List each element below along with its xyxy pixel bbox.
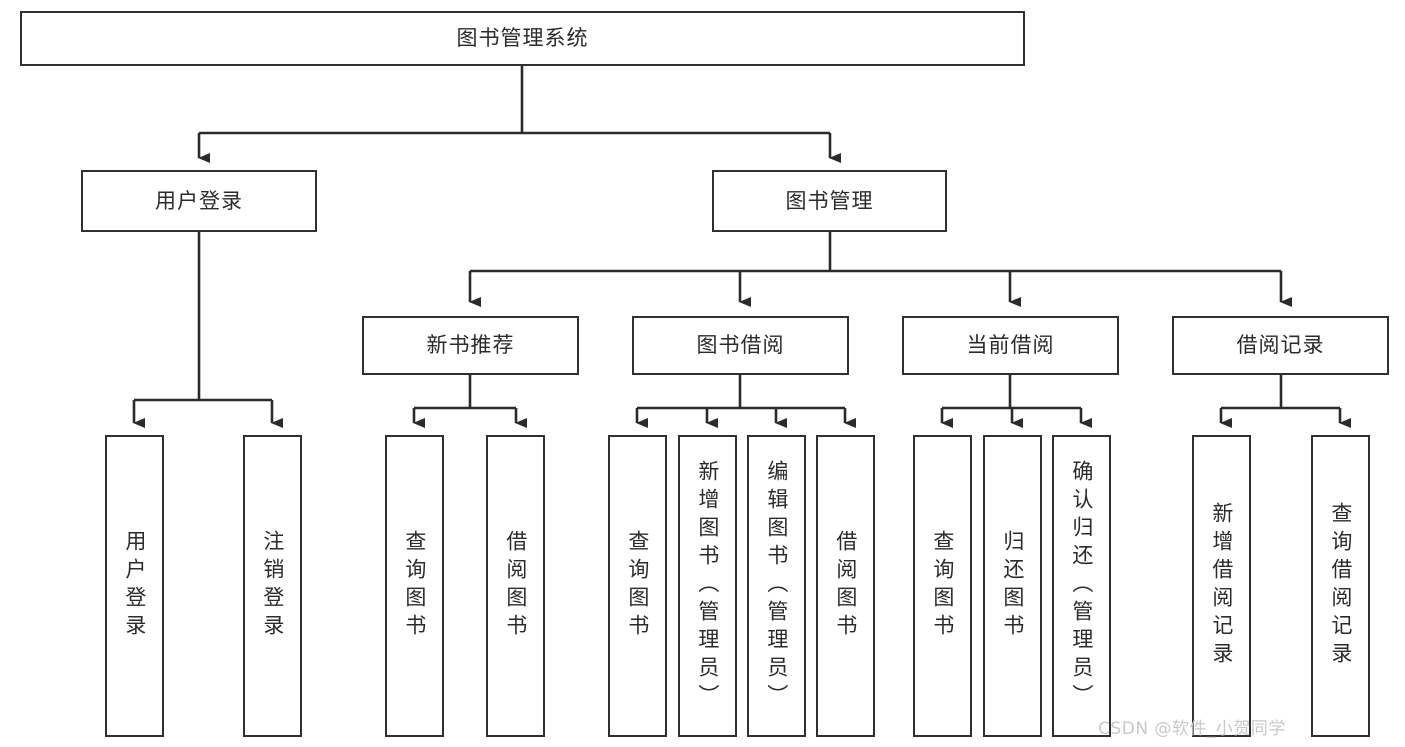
node-leaf-8[interactable]: 查询图书 <box>913 435 972 737</box>
node-leaf-6[interactable]: 编辑图书（管理员） <box>747 435 806 737</box>
node-leaf-1[interactable]: 注销登录 <box>243 435 302 737</box>
node-level2-2[interactable]: 当前借阅 <box>902 316 1119 375</box>
node-leaf-0[interactable]: 用户登录 <box>105 435 164 737</box>
node-leaf-10[interactable]: 确认归还（管理员） <box>1052 435 1111 737</box>
node-leaf-2[interactable]: 查询图书 <box>385 435 444 737</box>
node-leaf-3[interactable]: 借阅图书 <box>486 435 545 737</box>
node-leaf-9[interactable]: 归还图书 <box>983 435 1042 737</box>
node-leaf-12[interactable]: 查询借阅记录 <box>1311 435 1370 737</box>
node-level2-1[interactable]: 图书借阅 <box>632 316 849 375</box>
node-level2-0[interactable]: 新书推荐 <box>362 316 579 375</box>
node-root[interactable]: 图书管理系统 <box>20 11 1025 66</box>
node-leaf-11[interactable]: 新增借阅记录 <box>1192 435 1251 737</box>
node-level1-0[interactable]: 用户登录 <box>81 170 317 232</box>
node-level2-3[interactable]: 借阅记录 <box>1172 316 1389 375</box>
node-leaf-5[interactable]: 新增图书（管理员） <box>678 435 737 737</box>
node-level1-1[interactable]: 图书管理 <box>712 170 947 232</box>
node-leaf-4[interactable]: 查询图书 <box>608 435 667 737</box>
node-leaf-7[interactable]: 借阅图书 <box>816 435 875 737</box>
